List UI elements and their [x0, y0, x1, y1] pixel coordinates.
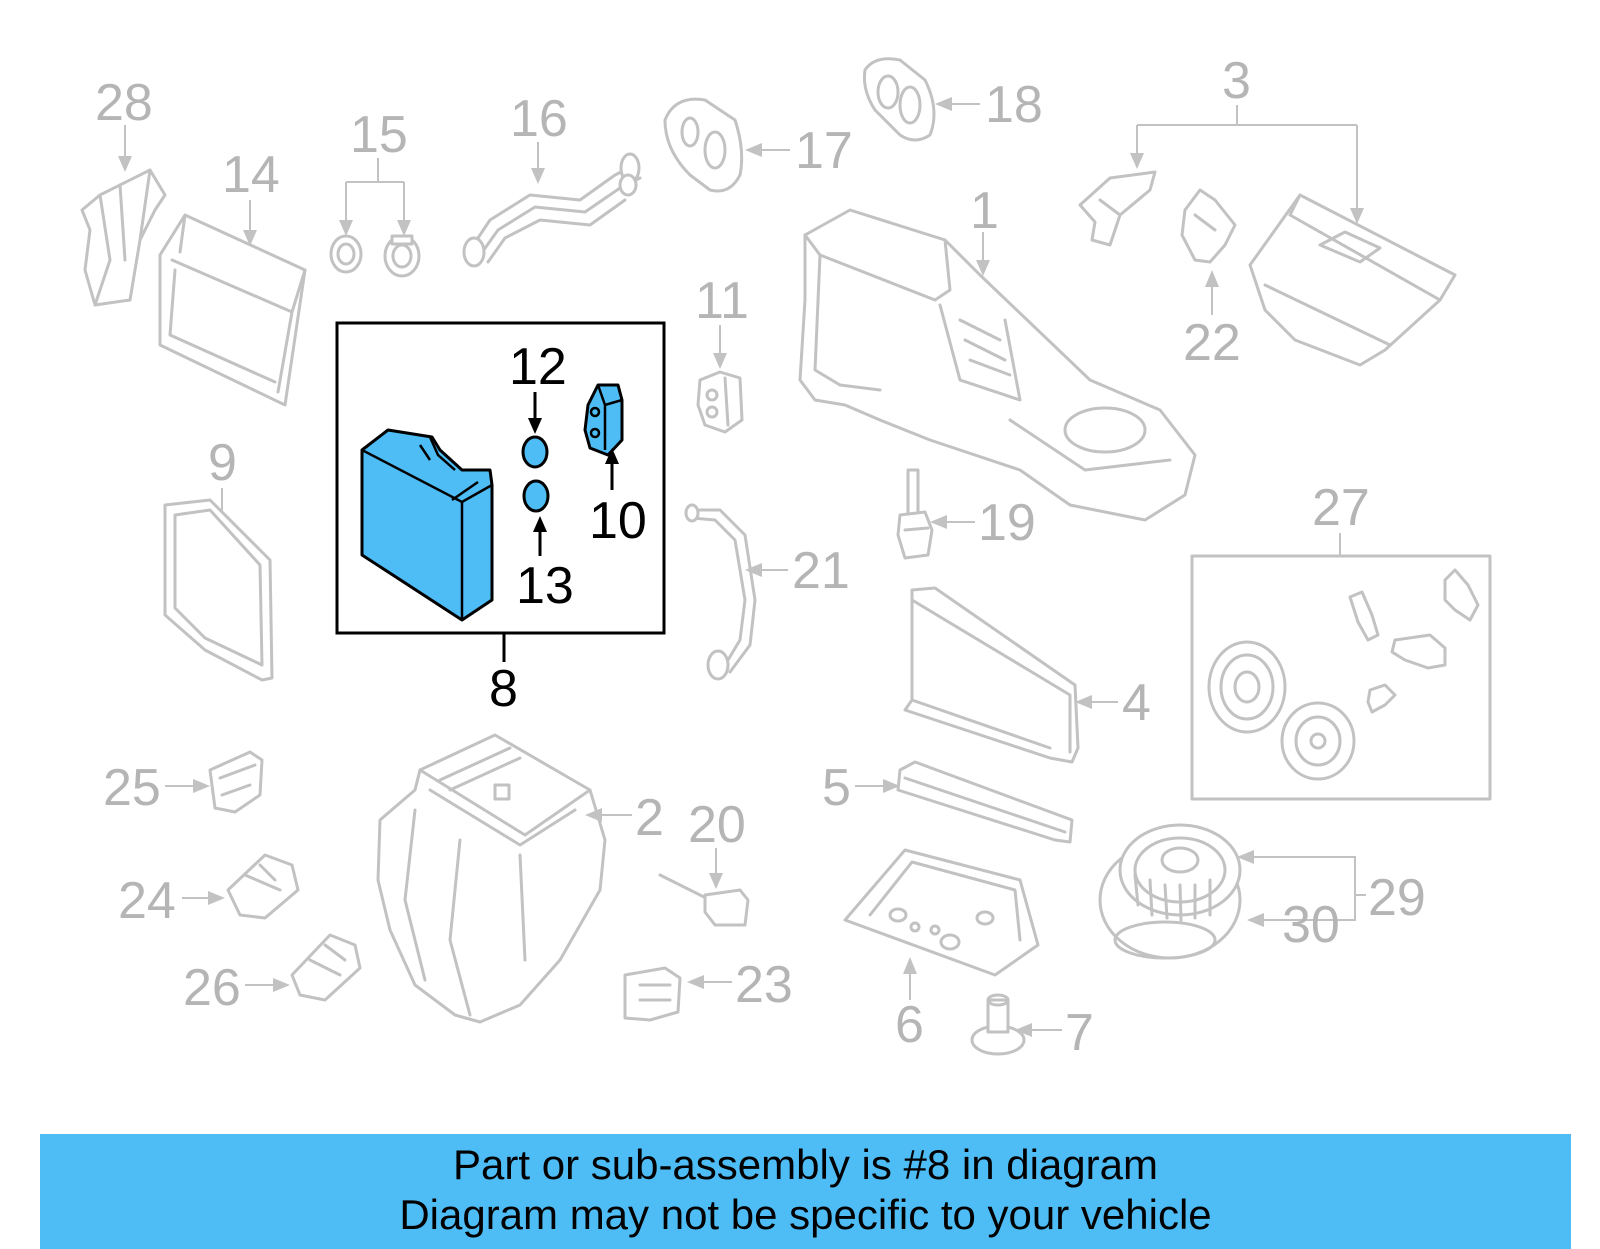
part-4-cabin-filter[interactable]	[903, 586, 1080, 764]
callout-2: 2	[635, 789, 664, 847]
part-7-grommet[interactable]	[970, 993, 1026, 1056]
part-19-sensor[interactable]	[896, 468, 934, 560]
callout-7: 7	[1065, 1004, 1094, 1062]
part-15-clips[interactable]	[329, 234, 421, 278]
callout-23: 23	[735, 956, 793, 1014]
callout-15: 15	[350, 106, 408, 164]
banner-line-1: Part or sub-assembly is #8 in diagram	[453, 1141, 1158, 1188]
part-26-actuator[interactable]	[290, 933, 362, 1002]
callout-6: 6	[895, 996, 924, 1054]
part-18-grommet[interactable]	[863, 57, 936, 142]
part-22-sensor[interactable]	[1180, 188, 1237, 264]
callout-12: 12	[509, 338, 567, 396]
part-21-hose[interactable]	[684, 503, 757, 681]
callout-1: 1	[970, 182, 999, 240]
callout-22: 22	[1183, 314, 1241, 372]
part-1-hvac-case[interactable]	[798, 208, 1197, 522]
part-13-o-ring[interactable]	[522, 479, 550, 513]
part-3-actuator-a[interactable]	[1078, 170, 1157, 247]
callout-17: 17	[795, 122, 853, 180]
callout-10: 10	[589, 492, 647, 550]
part-10-expansion-valve[interactable]	[583, 383, 624, 457]
callout-30: 30	[1282, 896, 1340, 954]
part-5-seal[interactable]	[896, 760, 1074, 844]
part-17-grommet[interactable]	[663, 97, 744, 193]
callout-20: 20	[688, 796, 746, 854]
part-3-heater-box[interactable]	[1248, 193, 1457, 367]
callout-5: 5	[822, 759, 851, 817]
callout-29: 29	[1368, 869, 1426, 927]
part-2-heater-case[interactable]	[376, 733, 607, 1024]
part-8-evaporator-assembly[interactable]	[360, 428, 494, 622]
callout-28: 28	[95, 74, 153, 132]
callout-3: 3	[1222, 52, 1251, 110]
callout-14: 14	[222, 146, 280, 204]
callout-26: 26	[183, 959, 241, 1017]
part-27-group-box	[1190, 554, 1492, 801]
banner-line-2: Diagram may not be specific to your vehi…	[399, 1191, 1212, 1238]
callout-21: 21	[792, 542, 850, 600]
part-16-refrigerant-pipe[interactable]	[462, 152, 642, 268]
part-23-module[interactable]	[623, 966, 682, 1022]
part-6-tray[interactable]	[843, 848, 1040, 977]
callout-16: 16	[510, 90, 568, 148]
callout-19: 19	[978, 494, 1036, 552]
part-12-o-ring[interactable]	[521, 435, 549, 469]
callout-18: 18	[985, 76, 1043, 134]
callout-9: 9	[208, 434, 237, 492]
callout-24: 24	[118, 872, 176, 930]
callout-8[interactable]: 8	[489, 660, 518, 718]
callout-25: 25	[103, 759, 161, 817]
part-11-connector[interactable]	[696, 370, 744, 434]
part-14-evaporator-core[interactable]	[158, 213, 307, 407]
part-28-bracket[interactable]	[80, 168, 167, 307]
part-29-blower-motor[interactable]	[1098, 823, 1242, 960]
info-banner: Part or sub-assembly is #8 in diagram Di…	[40, 1134, 1571, 1249]
callout-4: 4	[1122, 674, 1151, 732]
callout-27: 27	[1312, 479, 1370, 537]
part-20-sensor[interactable]	[658, 873, 750, 927]
callout-11: 11	[695, 272, 749, 330]
callout-13: 13	[516, 557, 574, 615]
part-8-highlight-box	[335, 321, 666, 635]
part-25-actuator[interactable]	[208, 750, 264, 814]
part-9-filter-frame[interactable]	[163, 498, 274, 682]
part-24-actuator[interactable]	[226, 853, 300, 920]
part-27-blower-motor-kit[interactable]	[1207, 568, 1480, 781]
